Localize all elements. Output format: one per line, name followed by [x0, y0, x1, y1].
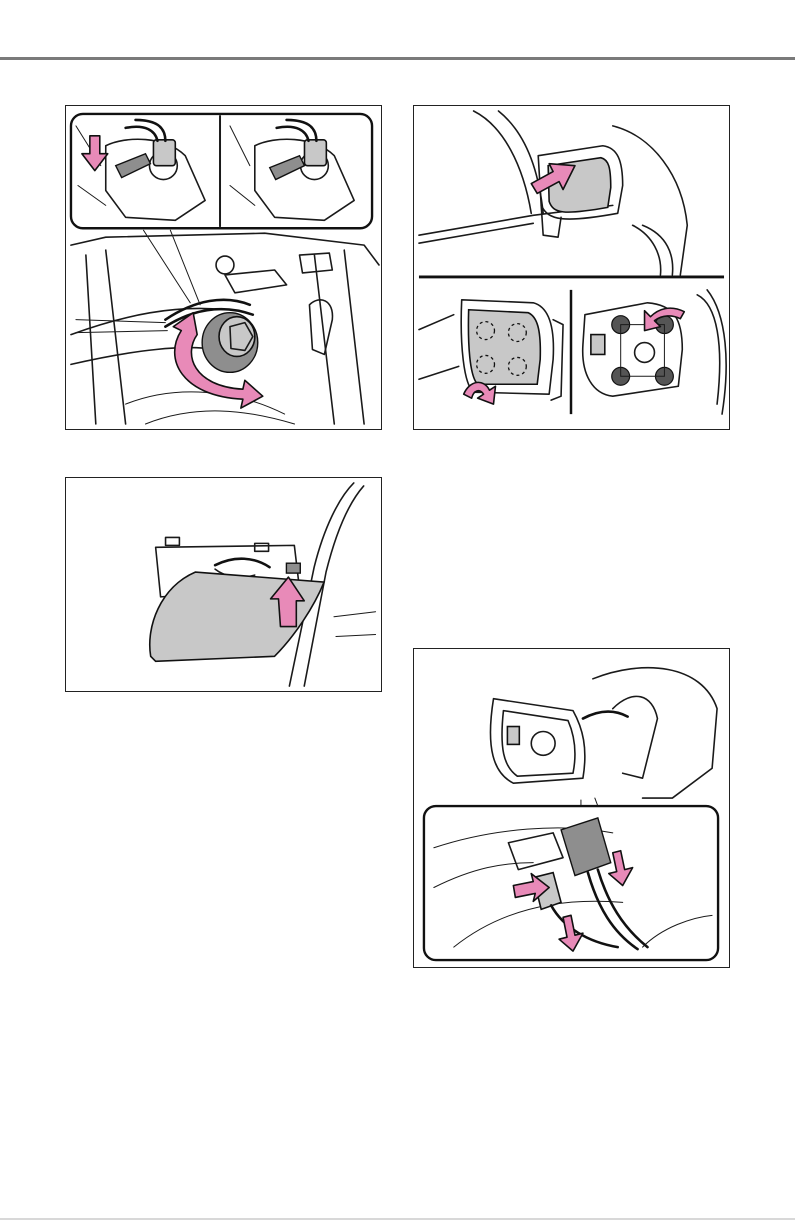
bulb-socket-illustration: [66, 106, 381, 429]
cover-removal-illustration: [66, 478, 381, 691]
figure-mirror-connector: [413, 648, 730, 968]
mirror-connector-illustration: [414, 649, 729, 967]
header-rule: [0, 57, 795, 60]
figure-mirror-glass: [413, 105, 730, 430]
mirror-glass-illustration: [414, 106, 729, 429]
figure-bulb-socket: [65, 105, 382, 430]
figure-cover-removal: [65, 477, 382, 692]
